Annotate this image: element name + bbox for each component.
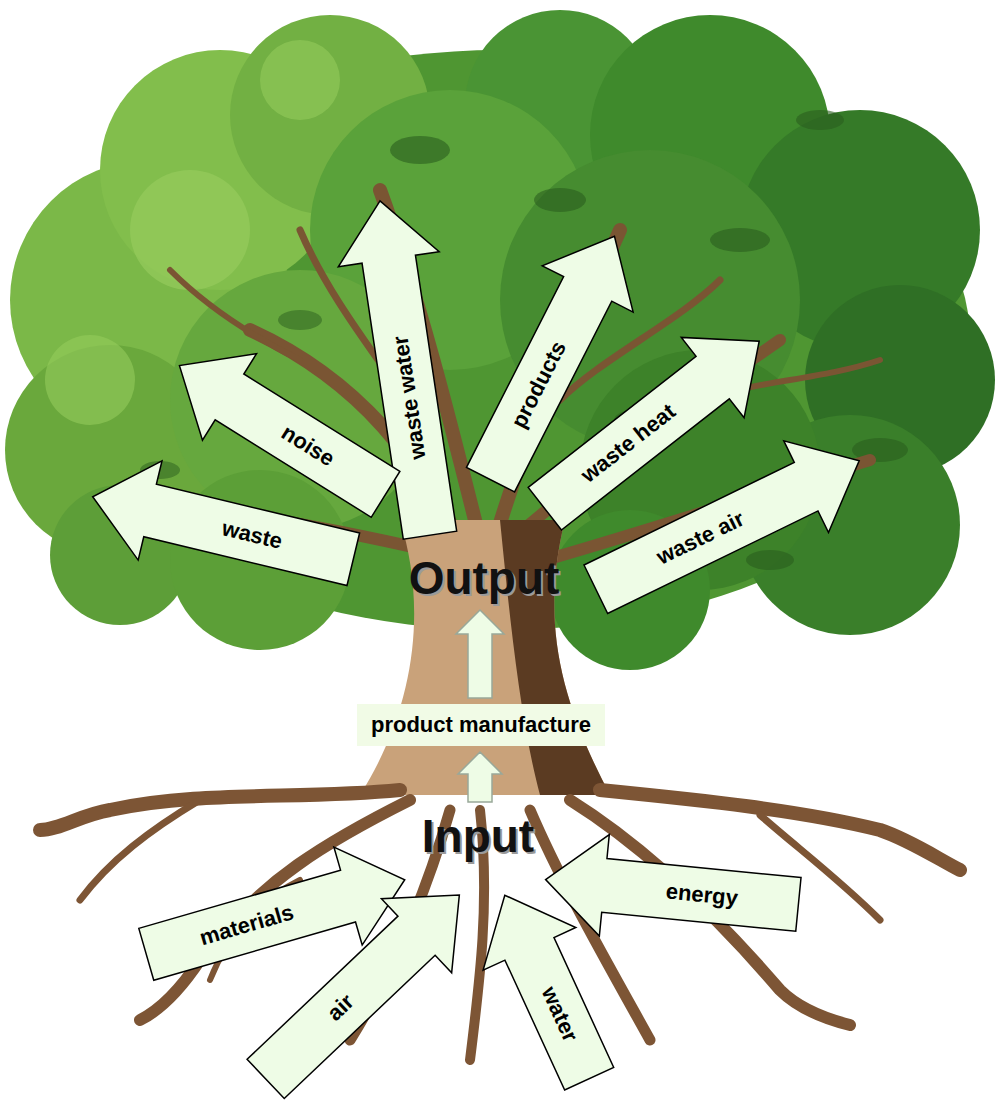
canopy [5, 10, 995, 670]
arrow-outline [230, 858, 494, 1116]
arrow-label: materials [196, 900, 296, 950]
arrow-label: energy [665, 879, 739, 910]
trunk [360, 520, 610, 795]
arrow-label: air [322, 990, 358, 1026]
arrow-label: waste air [652, 507, 747, 570]
block-arrow: energy [540, 828, 805, 956]
arrow-outline [458, 874, 635, 1100]
box-label: product manufacture [371, 712, 591, 738]
arrow-label: products [506, 337, 570, 432]
arrow-label: waste [220, 516, 285, 554]
small-up-arrow [458, 752, 502, 802]
arrow-label: waste heat [577, 399, 681, 487]
small-up-arrow [456, 610, 504, 698]
arrow-outline [573, 415, 881, 635]
arrow-label: waste water [388, 334, 430, 461]
arrow-outline [541, 829, 804, 955]
arrow-label: noise [277, 420, 339, 471]
arrow-text-area: energy [599, 834, 804, 957]
arrow-text-area: materials [130, 846, 362, 1004]
arrow-outline [81, 447, 365, 609]
arrow-label: water [537, 983, 583, 1045]
process-box: product manufacture [357, 704, 605, 746]
stage-label: Output [409, 555, 560, 601]
stage-label: Input [422, 813, 534, 859]
